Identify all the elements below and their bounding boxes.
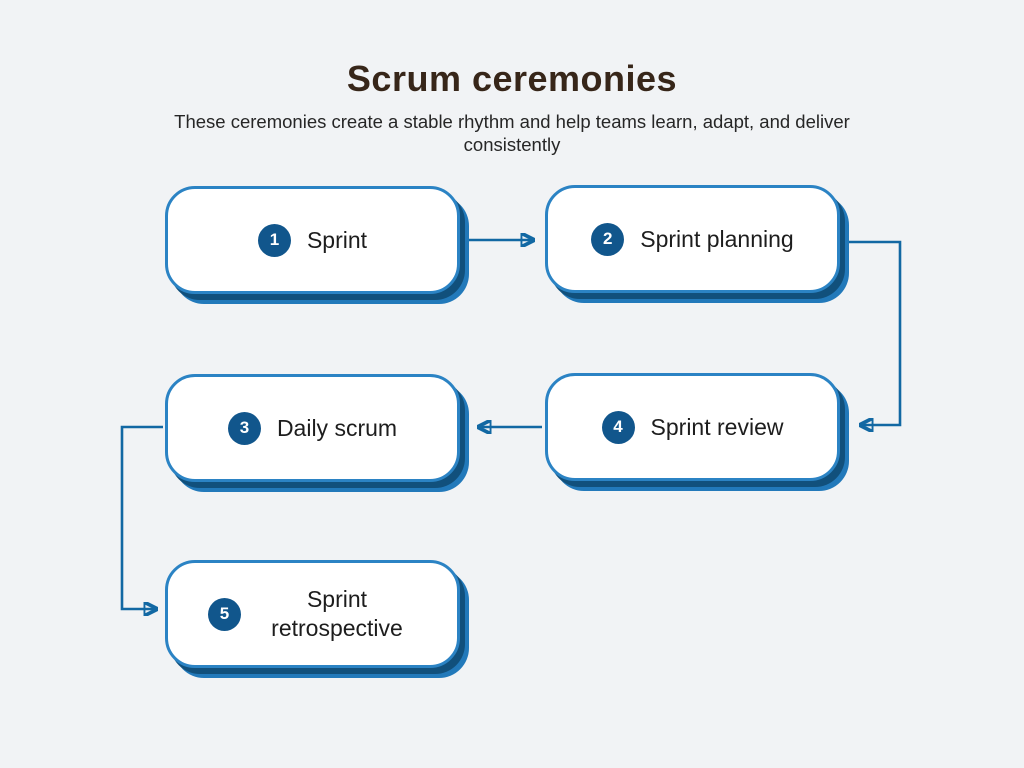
node-label: Sprint [306, 226, 368, 253]
page-subtitle: These ceremonies create a stable rhythm … [174, 111, 850, 155]
step-number-badge: 5 [208, 597, 241, 631]
page-title: Scrum ceremonies [346, 58, 678, 99]
node-sprint: 1 Sprint [165, 186, 460, 294]
node-label: Sprint planning [640, 225, 794, 252]
node-label: Daily scrum [276, 414, 398, 441]
step-number-badge: 4 [601, 410, 635, 444]
node-label: Sprint review [650, 413, 784, 440]
node-daily-scrum: 3 Daily scrum [165, 374, 460, 482]
node-sprint-retrospective: 5 Sprint retrospective [165, 560, 460, 668]
step-number-badge: 2 [591, 222, 625, 256]
node-sprint-review: 4 Sprint review [545, 373, 840, 481]
connector-2-to-4 [844, 240, 902, 425]
step-number-badge: 1 [257, 223, 291, 257]
node-sprint-planning: 2 Sprint planning [545, 185, 840, 293]
node-label: Sprint retrospective [271, 586, 403, 641]
step-number-badge: 3 [227, 411, 261, 445]
connector-3-to-5 [120, 425, 163, 609]
